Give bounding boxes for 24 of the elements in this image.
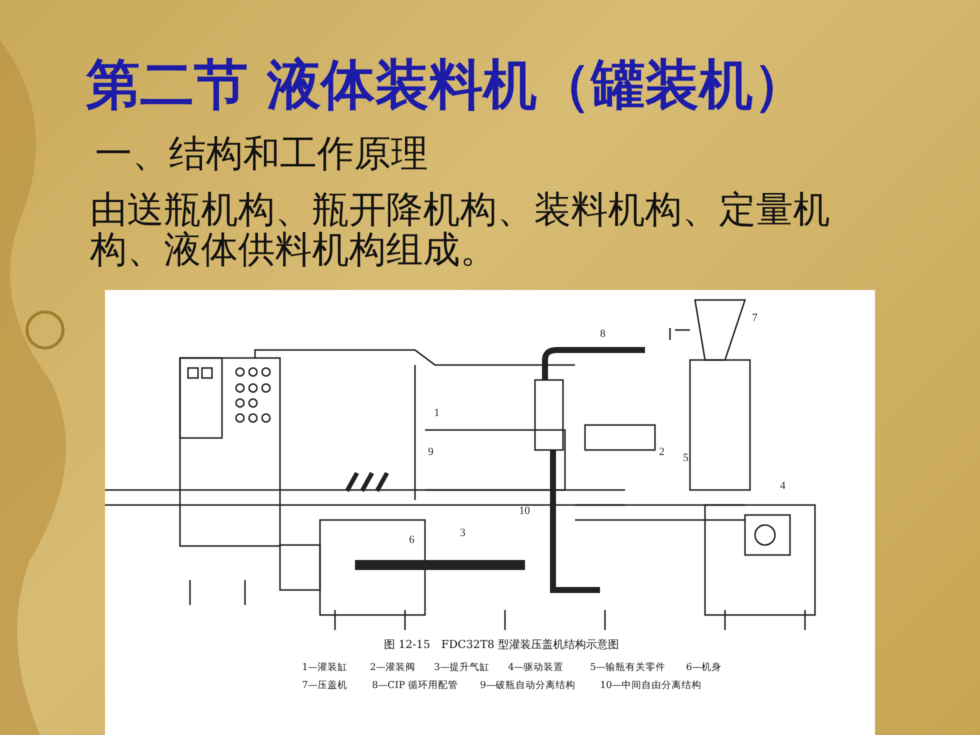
callout-number: 8 [600, 328, 606, 340]
legend-entry: 9—破瓶自动分离结构 [480, 680, 576, 692]
callout-number: 1 [434, 407, 440, 419]
callout-number: 2 [659, 446, 664, 458]
callout-number: 3 [460, 527, 466, 539]
legend-entry: 3—提升气缸 [434, 662, 490, 674]
callout-number: 7 [752, 312, 758, 324]
legend-entry: 6—机身 [686, 662, 722, 674]
callout-number: 10 [519, 505, 530, 517]
callout-number: 9 [428, 446, 434, 458]
callout-number: 4 [780, 480, 786, 492]
figure-caption: 图 12-15 FDC32T8 型灌装压盖机结构示意图 [384, 639, 619, 651]
callout-number: 5 [683, 452, 688, 464]
legend-entry: 1—灌装缸 [302, 662, 348, 674]
subheading: 一、结构和工作原理 [95, 134, 428, 174]
legend-entry: 5—输瓶有关零件 [590, 662, 666, 674]
body-text: 由送瓶机构、瓶开降机构、装料机构、定量机构、液体供料机构组成。 [90, 190, 831, 270]
legend-entry: 7—压盖机 [302, 680, 348, 692]
legend-entry: 10—中间自由分离结构 [600, 680, 702, 692]
legend-entry: 2—灌装阀 [370, 662, 416, 674]
legend-entry: 8—CIP 循环用配管 [372, 680, 458, 692]
legend-entry: 4—驱动装置 [508, 662, 564, 674]
title: 第二节 液体装料机（罐装机） [86, 52, 807, 117]
callout-number: 6 [409, 534, 414, 546]
